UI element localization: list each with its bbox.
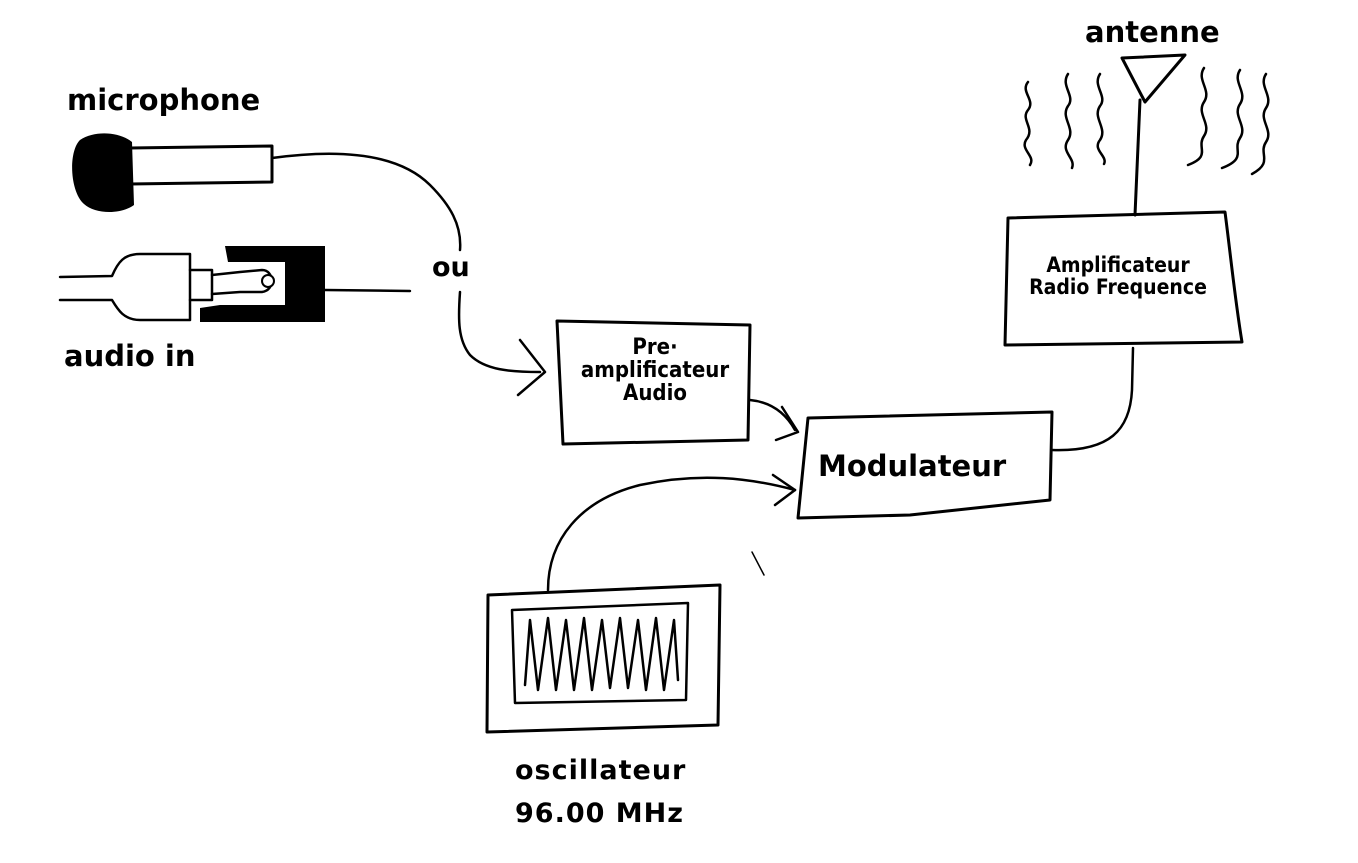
input-connector xyxy=(457,290,542,374)
modulator-box xyxy=(796,410,1054,520)
microphone-label: microphone xyxy=(67,83,261,117)
preamp-box xyxy=(555,319,752,446)
oscillator-arrowhead xyxy=(771,473,797,507)
audio-jack-icon xyxy=(58,246,412,322)
preamp-arrowhead xyxy=(774,405,800,442)
antenna-label: antenne xyxy=(1085,15,1220,49)
rf-amplifier-label: Amplificateur Radio Frequence xyxy=(1010,254,1226,298)
rf-amplifier-label-line1: Amplificateur xyxy=(1046,253,1190,277)
oscillator-frequency-label: 96.00 MHz xyxy=(515,798,684,829)
stray-mark xyxy=(751,551,765,576)
audio-in-label: audio in xyxy=(64,339,196,373)
or-label: ou xyxy=(432,252,470,283)
oscillator-to-modulator-line xyxy=(546,476,797,592)
microphone-icon xyxy=(72,133,274,213)
antenna-icon xyxy=(1120,53,1187,217)
preamp-label-line2: amplificateur xyxy=(580,358,730,384)
preamp-label: Pre· amplificateur Audio xyxy=(565,336,745,405)
input-arrowhead xyxy=(516,338,547,397)
modulator-label: Modulateur xyxy=(818,449,1007,483)
rf-amplifier-box xyxy=(1003,210,1244,347)
preamp-to-modulator-line xyxy=(748,398,797,432)
rf-amplifier-label-line2: Radio Frequence xyxy=(1029,275,1207,300)
oscilloscope-icon xyxy=(485,583,722,734)
modulator-to-rf-line xyxy=(1050,346,1135,452)
preamp-label-line1: Pre· xyxy=(632,335,678,360)
preamp-label-line3: Audio xyxy=(623,381,687,407)
radio-wave-icon xyxy=(1023,66,1270,176)
oscillator-label: oscillateur xyxy=(515,755,687,786)
mic-cable xyxy=(270,152,462,252)
